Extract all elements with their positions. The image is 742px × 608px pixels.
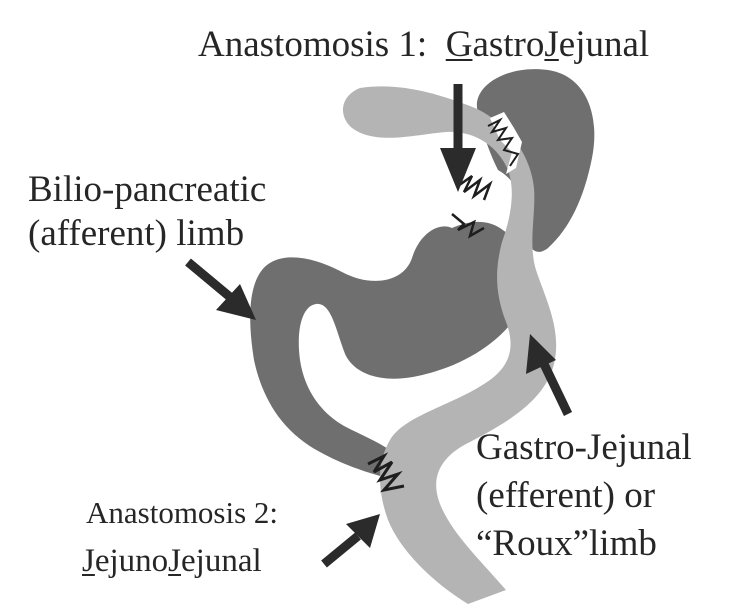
label-biliopancreatic-limb: Bilio-pancreatic (afferent) limb [28, 168, 266, 256]
label-roux-line3: “Roux”limb [476, 523, 657, 564]
label-jj-j1: J [82, 543, 95, 579]
label-anastomosis-1-g: G [445, 24, 473, 65]
label-roux-line2: (efferent) or [476, 475, 656, 516]
staple-zigzag-gj-lower [457, 174, 493, 201]
label-anastomosis-2-title: Anastomosis 2: [86, 495, 279, 530]
arrow-biliopancreatic-limb [185, 258, 256, 320]
label-anastomosis-1-ejunal: ejunal [558, 24, 650, 65]
arrow-anastomosis-1 [440, 84, 476, 192]
label-anastomosis-1-j: J [544, 24, 559, 65]
arrow-anastomosis-2 [321, 514, 380, 568]
staple-zigzag-gj-upper [487, 117, 520, 167]
remnant-stomach-and-biliopancreatic-limb [250, 221, 530, 478]
label-anastomosis-1-prefix: Anastomosis 1: [198, 24, 446, 65]
staple-zigzag-jj [367, 452, 405, 493]
label-roux-limb: Gastro-Jejunal (efferent) or “Roux”limb [476, 424, 692, 568]
label-jj-ejunal: ejunal [181, 543, 262, 579]
label-anastomosis-1-astro: astro [472, 24, 545, 65]
label-anastomosis-1: Anastomosis 1: GastroJejunal [198, 26, 649, 63]
label-jj-j2: J [168, 543, 182, 579]
label-roux-line1: Gastro-Jejunal [476, 427, 692, 468]
staple-zigzag-remnant [451, 213, 485, 239]
label-jj-ejuno: ejuno [94, 543, 169, 579]
label-biliopancreatic-line2: (afferent) limb [28, 213, 245, 254]
label-jejunojejunal: JejunoJejunal [82, 545, 262, 578]
arrow-roux-limb [526, 334, 573, 416]
label-biliopancreatic-line1: Bilio-pancreatic [28, 169, 267, 210]
gastric-pouch [476, 69, 595, 252]
